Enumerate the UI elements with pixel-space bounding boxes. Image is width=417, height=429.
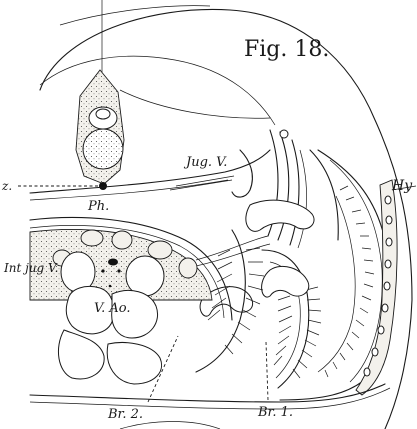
gill-bar-upper: [246, 200, 314, 231]
label-ph: Ph.: [87, 199, 109, 214]
small-dot-1: [101, 269, 104, 272]
gill-bar-middle: [262, 266, 309, 297]
gill-filaments-comb: [318, 186, 374, 377]
label-hy: Hy: [391, 178, 413, 194]
gill-arch-long-2: [196, 244, 270, 266]
upper-gill-bars: [268, 130, 338, 248]
label-br1: Br. 1.: [257, 405, 293, 420]
outer-body-contour-inner: [60, 6, 210, 25]
ventral-aorta-dot: [108, 259, 118, 266]
dorsal-membrane-2: [120, 90, 270, 118]
neural-canal-inner: [96, 109, 110, 119]
hyoid-bar: [356, 180, 397, 395]
small-dot-3: [109, 285, 112, 288]
label-br2: Br. 2.: [107, 407, 143, 422]
figure-title: Fig. 18.: [244, 37, 329, 62]
label-jug-v: Jug. V.: [183, 155, 227, 170]
label-int-jug-v: Int jug V.: [3, 261, 58, 275]
label-v-ao: V. Ao.: [94, 301, 131, 316]
dorsal-membrane: [40, 56, 275, 125]
pharynx-dorsal-wall: [30, 150, 270, 193]
lower-body-contour: [30, 384, 385, 402]
point-z: [99, 182, 107, 190]
bottom-arc: [120, 421, 220, 429]
small-dot-2: [117, 269, 120, 272]
pharynx-dorsal-wall-2: [30, 180, 228, 200]
label-z: z.: [1, 179, 12, 193]
jugular-vein: [232, 150, 252, 197]
br1-leader: [266, 342, 268, 400]
notochord-stipple: [83, 129, 123, 169]
